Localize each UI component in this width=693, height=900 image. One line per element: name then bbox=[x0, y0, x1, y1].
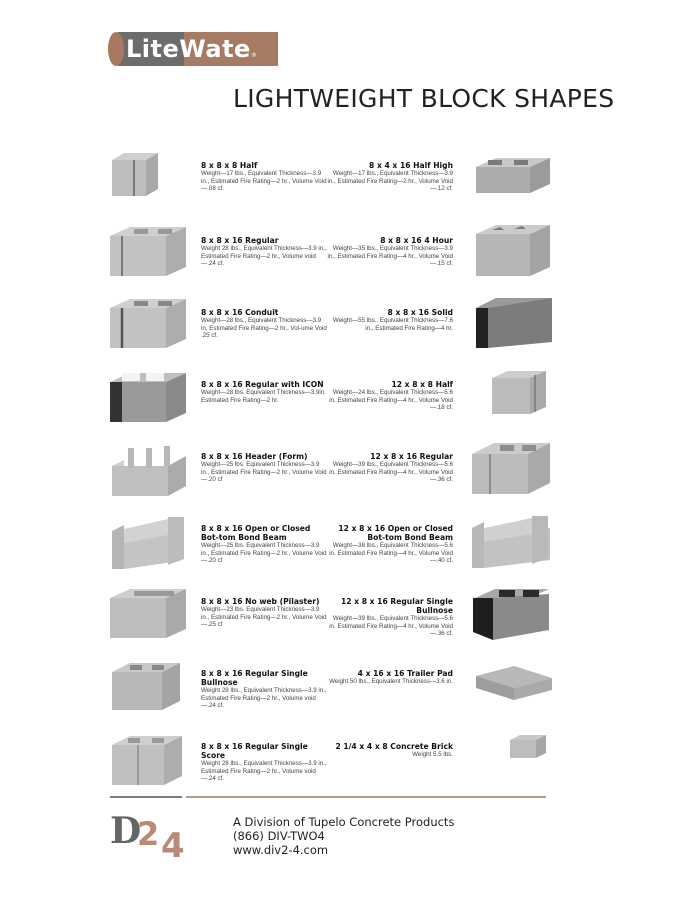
product-8x8x16-header: 8 x 8 x 16 Header (Form)Weight—25 lbs. E… bbox=[201, 452, 327, 484]
block-image-4x16x16-trailer-pad bbox=[476, 666, 552, 700]
block-image-12x8x16-bond-beam bbox=[472, 516, 550, 568]
block-image-concrete-brick bbox=[510, 735, 546, 758]
block-image-8x4x16-half-high bbox=[476, 158, 550, 193]
division-text: A Division of Tupelo Concrete Products bbox=[233, 815, 455, 829]
block-image-8x8x8-half bbox=[112, 153, 158, 196]
block-image-8x8x16-bullnose bbox=[112, 663, 180, 710]
block-image-8x8x16-no-web bbox=[110, 589, 186, 638]
footer-divider-right bbox=[186, 796, 546, 798]
block-image-12x8x16-bullnose bbox=[473, 589, 549, 640]
footer-divider-left bbox=[110, 796, 182, 798]
block-image-8x8x16-bond-beam bbox=[112, 517, 184, 569]
block-image-12x8x16-regular bbox=[472, 443, 550, 494]
logo-text: LiteWate bbox=[126, 35, 251, 63]
block-image-8x8x16-regular bbox=[110, 227, 186, 276]
product-12x8x16-bond-beam: 12 x 8 x 16 Open or Closed Bot-tom Bond … bbox=[329, 524, 453, 565]
block-image-12x8x8-half bbox=[492, 371, 546, 414]
block-image-8x8x16-single-score bbox=[112, 736, 182, 785]
litewate-logo: LiteWate® bbox=[108, 32, 278, 66]
block-image-8x8x16-conduit bbox=[110, 299, 186, 348]
d24-logo: D 2 4 bbox=[110, 810, 185, 866]
product-8x8x16-no-web: 8 x 8 x 16 No web (Pilaster)Weight—23 lb… bbox=[201, 597, 327, 629]
block-image-8x8x16-header bbox=[112, 446, 186, 496]
phone-number: (866) DIV-TWO4 bbox=[233, 829, 325, 843]
block-image-8x8x16-icon bbox=[110, 373, 186, 422]
block-image-8x8x16-4-hour bbox=[476, 225, 550, 276]
website-link[interactable]: www.div2-4.com bbox=[233, 843, 329, 857]
product-8x8x16-bond-beam: 8 x 8 x 16 Open or Closed Bot-tom Bond B… bbox=[201, 524, 327, 565]
page-title: LIGHTWEIGHT BLOCK SHAPES bbox=[233, 84, 615, 113]
registered-mark: ® bbox=[250, 52, 258, 59]
block-image-8x8x16-solid bbox=[476, 298, 552, 348]
